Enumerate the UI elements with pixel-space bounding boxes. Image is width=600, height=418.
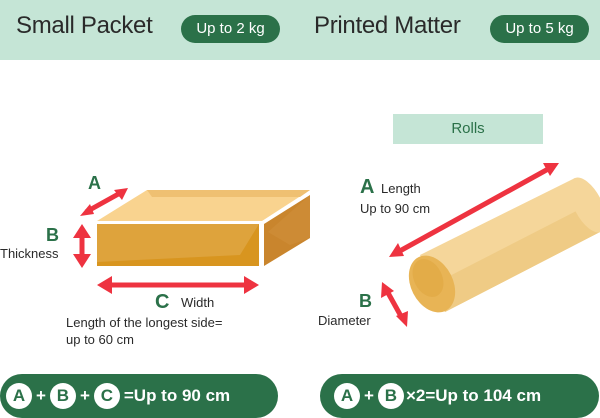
formula-result: =Up to 90 cm: [123, 386, 231, 405]
formula-plus: +: [36, 386, 46, 405]
formula-plus: +: [79, 386, 90, 405]
roll-diameter-label: Diameter: [318, 313, 371, 328]
arrow-c-icon: [97, 276, 259, 294]
formula-plus: +: [364, 386, 374, 405]
roll-length-limit: Up to 90 cm: [360, 201, 431, 216]
box-label-b: B: [46, 225, 59, 245]
roll-arrow-b-icon: [381, 282, 408, 327]
formula-circle-a: A: [334, 383, 360, 409]
box-label-c: C: [155, 291, 170, 313]
arrow-b-icon: [73, 224, 91, 268]
roll-length-label: Length: [381, 181, 421, 196]
box-side-shade: [268, 195, 310, 245]
box-thickness-label: Thickness: [0, 246, 59, 261]
arrow-a-icon: [80, 188, 128, 216]
box-note-line2: up to 60 cm: [66, 332, 134, 347]
roll-diagram: [408, 177, 600, 313]
small-packet-title: Small Packet: [16, 12, 153, 39]
roll-label-a: A: [360, 176, 375, 198]
roll-arrow-a-icon: [389, 163, 559, 257]
formula-circle-b: B: [49, 383, 76, 409]
box-label-a: A: [88, 173, 101, 193]
box-width-label: Width: [181, 295, 215, 310]
box-front-shade: [97, 224, 259, 266]
formula-circle-b: B: [377, 383, 404, 409]
box-top-inner-edge: [147, 190, 310, 197]
small-packet-weight-badge: Up to 2 kg: [181, 15, 280, 43]
formula-circle-a: A: [6, 383, 32, 409]
box-top: [97, 190, 310, 221]
rolls-label: Rolls: [393, 114, 543, 144]
formula-result: ×2=Up to 104 cm: [405, 386, 542, 405]
box-note-line1: Length of the longest side=: [66, 315, 223, 330]
small-packet-formula: A + B + C =Up to 90 cm: [0, 374, 278, 418]
roll-label-b: B: [359, 291, 372, 311]
box-front: [97, 224, 259, 266]
header-band: Small Packet Up to 2 kg Printed Matter U…: [0, 0, 600, 60]
formula-circle-c: C: [93, 383, 120, 409]
printed-matter-title: Printed Matter: [314, 12, 461, 39]
printed-matter-weight-badge: Up to 5 kg: [490, 15, 589, 43]
roll-body-shade: [432, 205, 600, 312]
rolls-formula: A + B ×2=Up to 104 cm: [320, 374, 599, 418]
